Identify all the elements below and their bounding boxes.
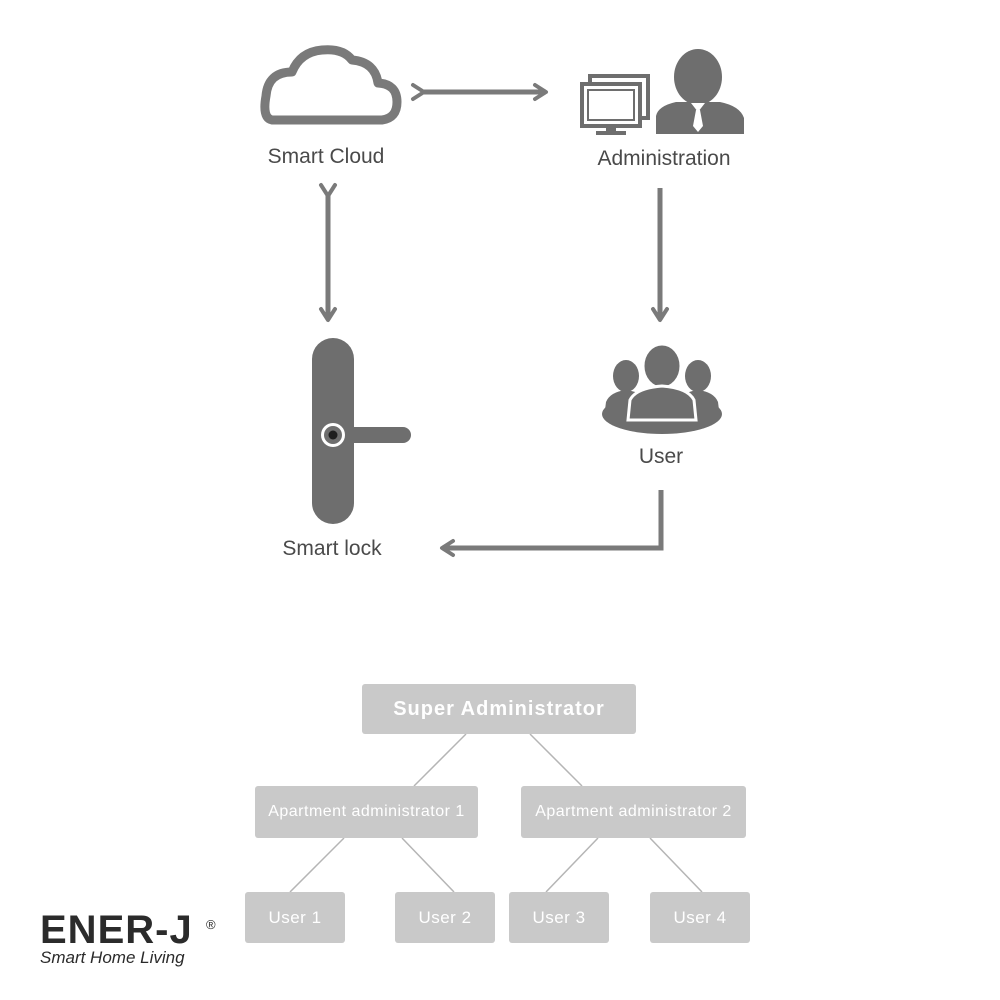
apartment-administrator-2-box: Apartment administrator 2 bbox=[521, 786, 746, 838]
apartment-administrator-1-box: Apartment administrator 1 bbox=[255, 786, 478, 838]
monitor-icon bbox=[580, 74, 650, 135]
user-3-box: User 3 bbox=[509, 892, 609, 943]
connector-apt1-user2 bbox=[401, 837, 455, 893]
brand-logo: ENER-J bbox=[40, 908, 193, 952]
connector-apt1-user1 bbox=[289, 837, 345, 893]
connector-apt2-user4 bbox=[649, 837, 703, 893]
connector-apt2-user3 bbox=[545, 837, 599, 893]
connector-super-apt1 bbox=[413, 733, 467, 787]
super-administrator-box: Super Administrator bbox=[362, 684, 636, 734]
connector-super-apt2 bbox=[529, 733, 583, 787]
smart-lock-label: Smart lock bbox=[282, 537, 382, 560]
administrator-person-icon bbox=[656, 49, 744, 134]
brand-tagline: Smart Home Living bbox=[40, 948, 185, 967]
user-4-box: User 4 bbox=[650, 892, 750, 943]
registered-mark: ® bbox=[206, 917, 216, 932]
hierarchy-connectors bbox=[289, 733, 703, 893]
administration-label: Administration bbox=[597, 147, 731, 170]
user-2-box: User 2 bbox=[395, 892, 495, 943]
arrow-user-lock bbox=[440, 490, 664, 557]
users-group-icon bbox=[602, 342, 722, 434]
smart-lock-icon bbox=[312, 338, 411, 524]
user-label: User bbox=[638, 445, 684, 468]
user-1-box: User 1 bbox=[245, 892, 345, 943]
cloud-icon bbox=[260, 45, 402, 125]
smart-cloud-label: Smart Cloud bbox=[267, 145, 385, 168]
